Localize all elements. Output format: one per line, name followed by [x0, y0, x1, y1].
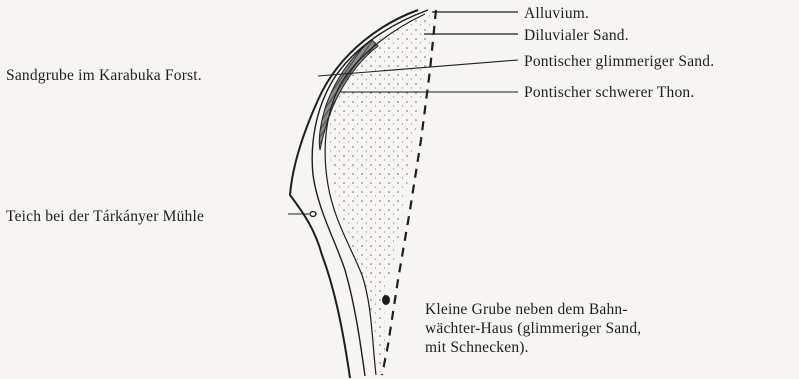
label-teich: Teich bei der Tárkányer Mühle: [6, 207, 204, 226]
label-alluvium: Alluvium.: [524, 4, 589, 23]
kleine-grube-marker: [382, 295, 390, 305]
label-kleine-grube-line3: mit Schnecken).: [425, 338, 529, 357]
label-kleine-grube-line2: wächter-Haus (glimmeriger Sand,: [425, 319, 641, 338]
label-kleine-grube-line1: Kleine Grube neben dem Bahn-: [425, 300, 628, 319]
label-diluvialer-sand: Diluvialer Sand.: [524, 26, 629, 45]
teich-marker: [310, 212, 316, 217]
label-sandgrube: Sandgrube im Karabuka Forst.: [6, 66, 202, 85]
label-pontischer-schwerer-thon: Pontischer schwerer Thon.: [524, 83, 694, 102]
label-pontischer-glimmeriger-sand: Pontischer glimmeriger Sand.: [524, 52, 714, 71]
